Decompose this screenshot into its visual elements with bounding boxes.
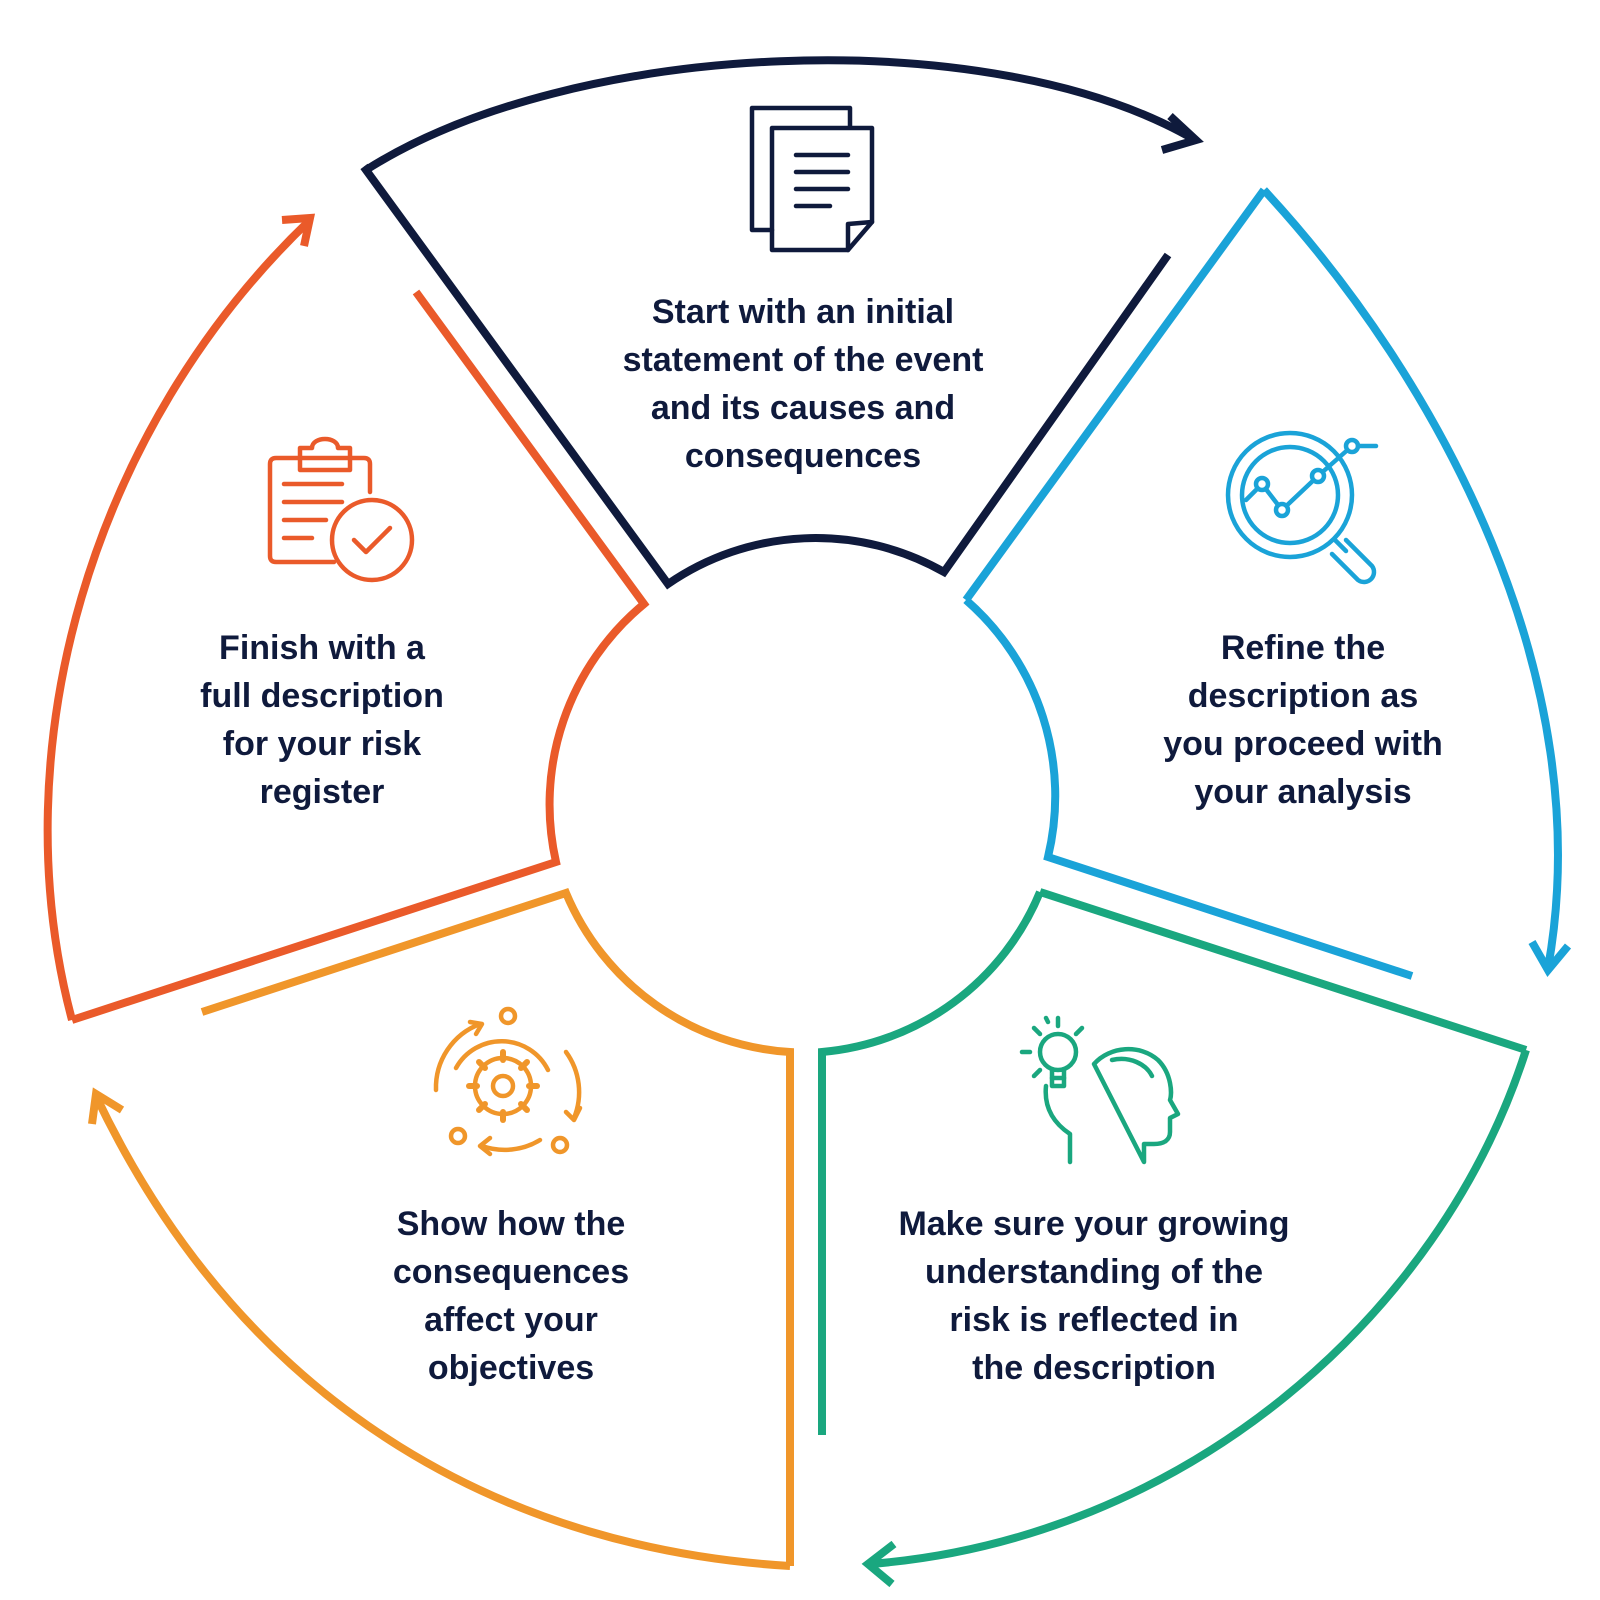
cycle-arrow-consequences <box>92 1094 791 1570</box>
step-text-start: Start with an initial statement of the e… <box>622 293 984 475</box>
segment-consequences <box>88 888 794 1570</box>
cycle-arrow-refine <box>1261 187 1562 969</box>
segment-finish-outline <box>70 289 650 1024</box>
step-text-consequences: Show how the consequences affect your ob… <box>392 1205 630 1387</box>
documents-icon <box>749 105 875 253</box>
cycle-arrow-understanding <box>869 1048 1530 1568</box>
gear-cycle-icon <box>433 1006 583 1157</box>
segment-start <box>360 56 1204 590</box>
step-text-finish: Finish with a full description for your … <box>200 629 444 811</box>
cycle-arrow-finish <box>43 217 313 1022</box>
step-text-refine: Refine the description as you proceed wi… <box>1163 629 1443 811</box>
arrow-head-consequences <box>88 1087 125 1125</box>
segment-understanding-edge <box>1038 888 1528 1054</box>
segment-understanding-outline <box>818 890 1044 1435</box>
cycle-arrow-start <box>363 56 1198 174</box>
arrow-head-finish <box>281 213 316 247</box>
arrow-head-start <box>1160 113 1204 154</box>
segment-refine <box>962 187 1572 980</box>
segment-start-outline <box>360 163 1172 590</box>
analysis-magnifier-icon <box>1225 430 1379 585</box>
segment-finish <box>43 213 650 1024</box>
clipboard-check-icon <box>267 436 415 583</box>
step-text-understanding: Make sure your growing understanding of … <box>898 1205 1290 1387</box>
idea-head-icon <box>1019 1015 1181 1165</box>
arrow-head-understanding <box>861 1540 897 1588</box>
segment-understanding <box>818 888 1530 1588</box>
segment-consequences-outline <box>200 888 794 1566</box>
segment-refine-outline <box>963 596 1414 980</box>
segment-refine-edge <box>962 187 1268 603</box>
arrow-head-refine <box>1528 940 1572 977</box>
